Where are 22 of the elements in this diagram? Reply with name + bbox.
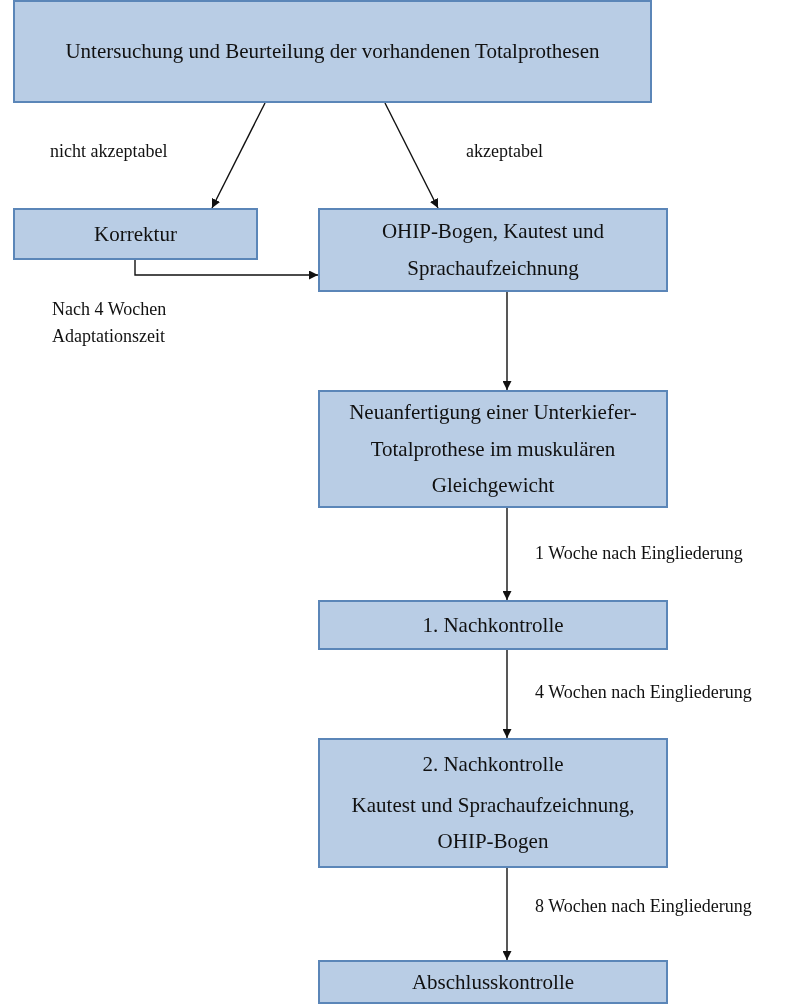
process-box (318, 208, 668, 292)
arrow (502, 507, 512, 601)
box-label: Neuanfertigung einer Unterkiefer-Totalprothese im muskulären Gleichgewicht (348, 398, 638, 500)
process-box (13, 0, 652, 103)
arrow (502, 649, 512, 739)
box-label: OHIP-Bogen, Kautest und Sprachaufzeichnung (380, 218, 606, 282)
box-label: 1. Nachkontrolle (422, 611, 564, 639)
box-label: Untersuchung und Beurteilung der vorhandenen Totalprothesen (65, 38, 600, 66)
arrow (502, 867, 512, 961)
box-label: Abschlusskontrolle (411, 968, 575, 996)
process-box (13, 208, 258, 260)
box-label: Korrektur (94, 220, 177, 248)
arrow (502, 291, 512, 391)
process-box (318, 390, 668, 508)
arrow (384, 102, 439, 209)
box-label: 2. Nachkontrolle (422, 750, 564, 778)
process-box (318, 600, 668, 650)
arrow (211, 102, 266, 209)
box-text: Kautest und Sprachaufzeichnung, OHIP-Bogen (350, 791, 636, 856)
process-box (318, 960, 668, 1004)
arrow (134, 259, 319, 280)
process-box (318, 738, 668, 868)
